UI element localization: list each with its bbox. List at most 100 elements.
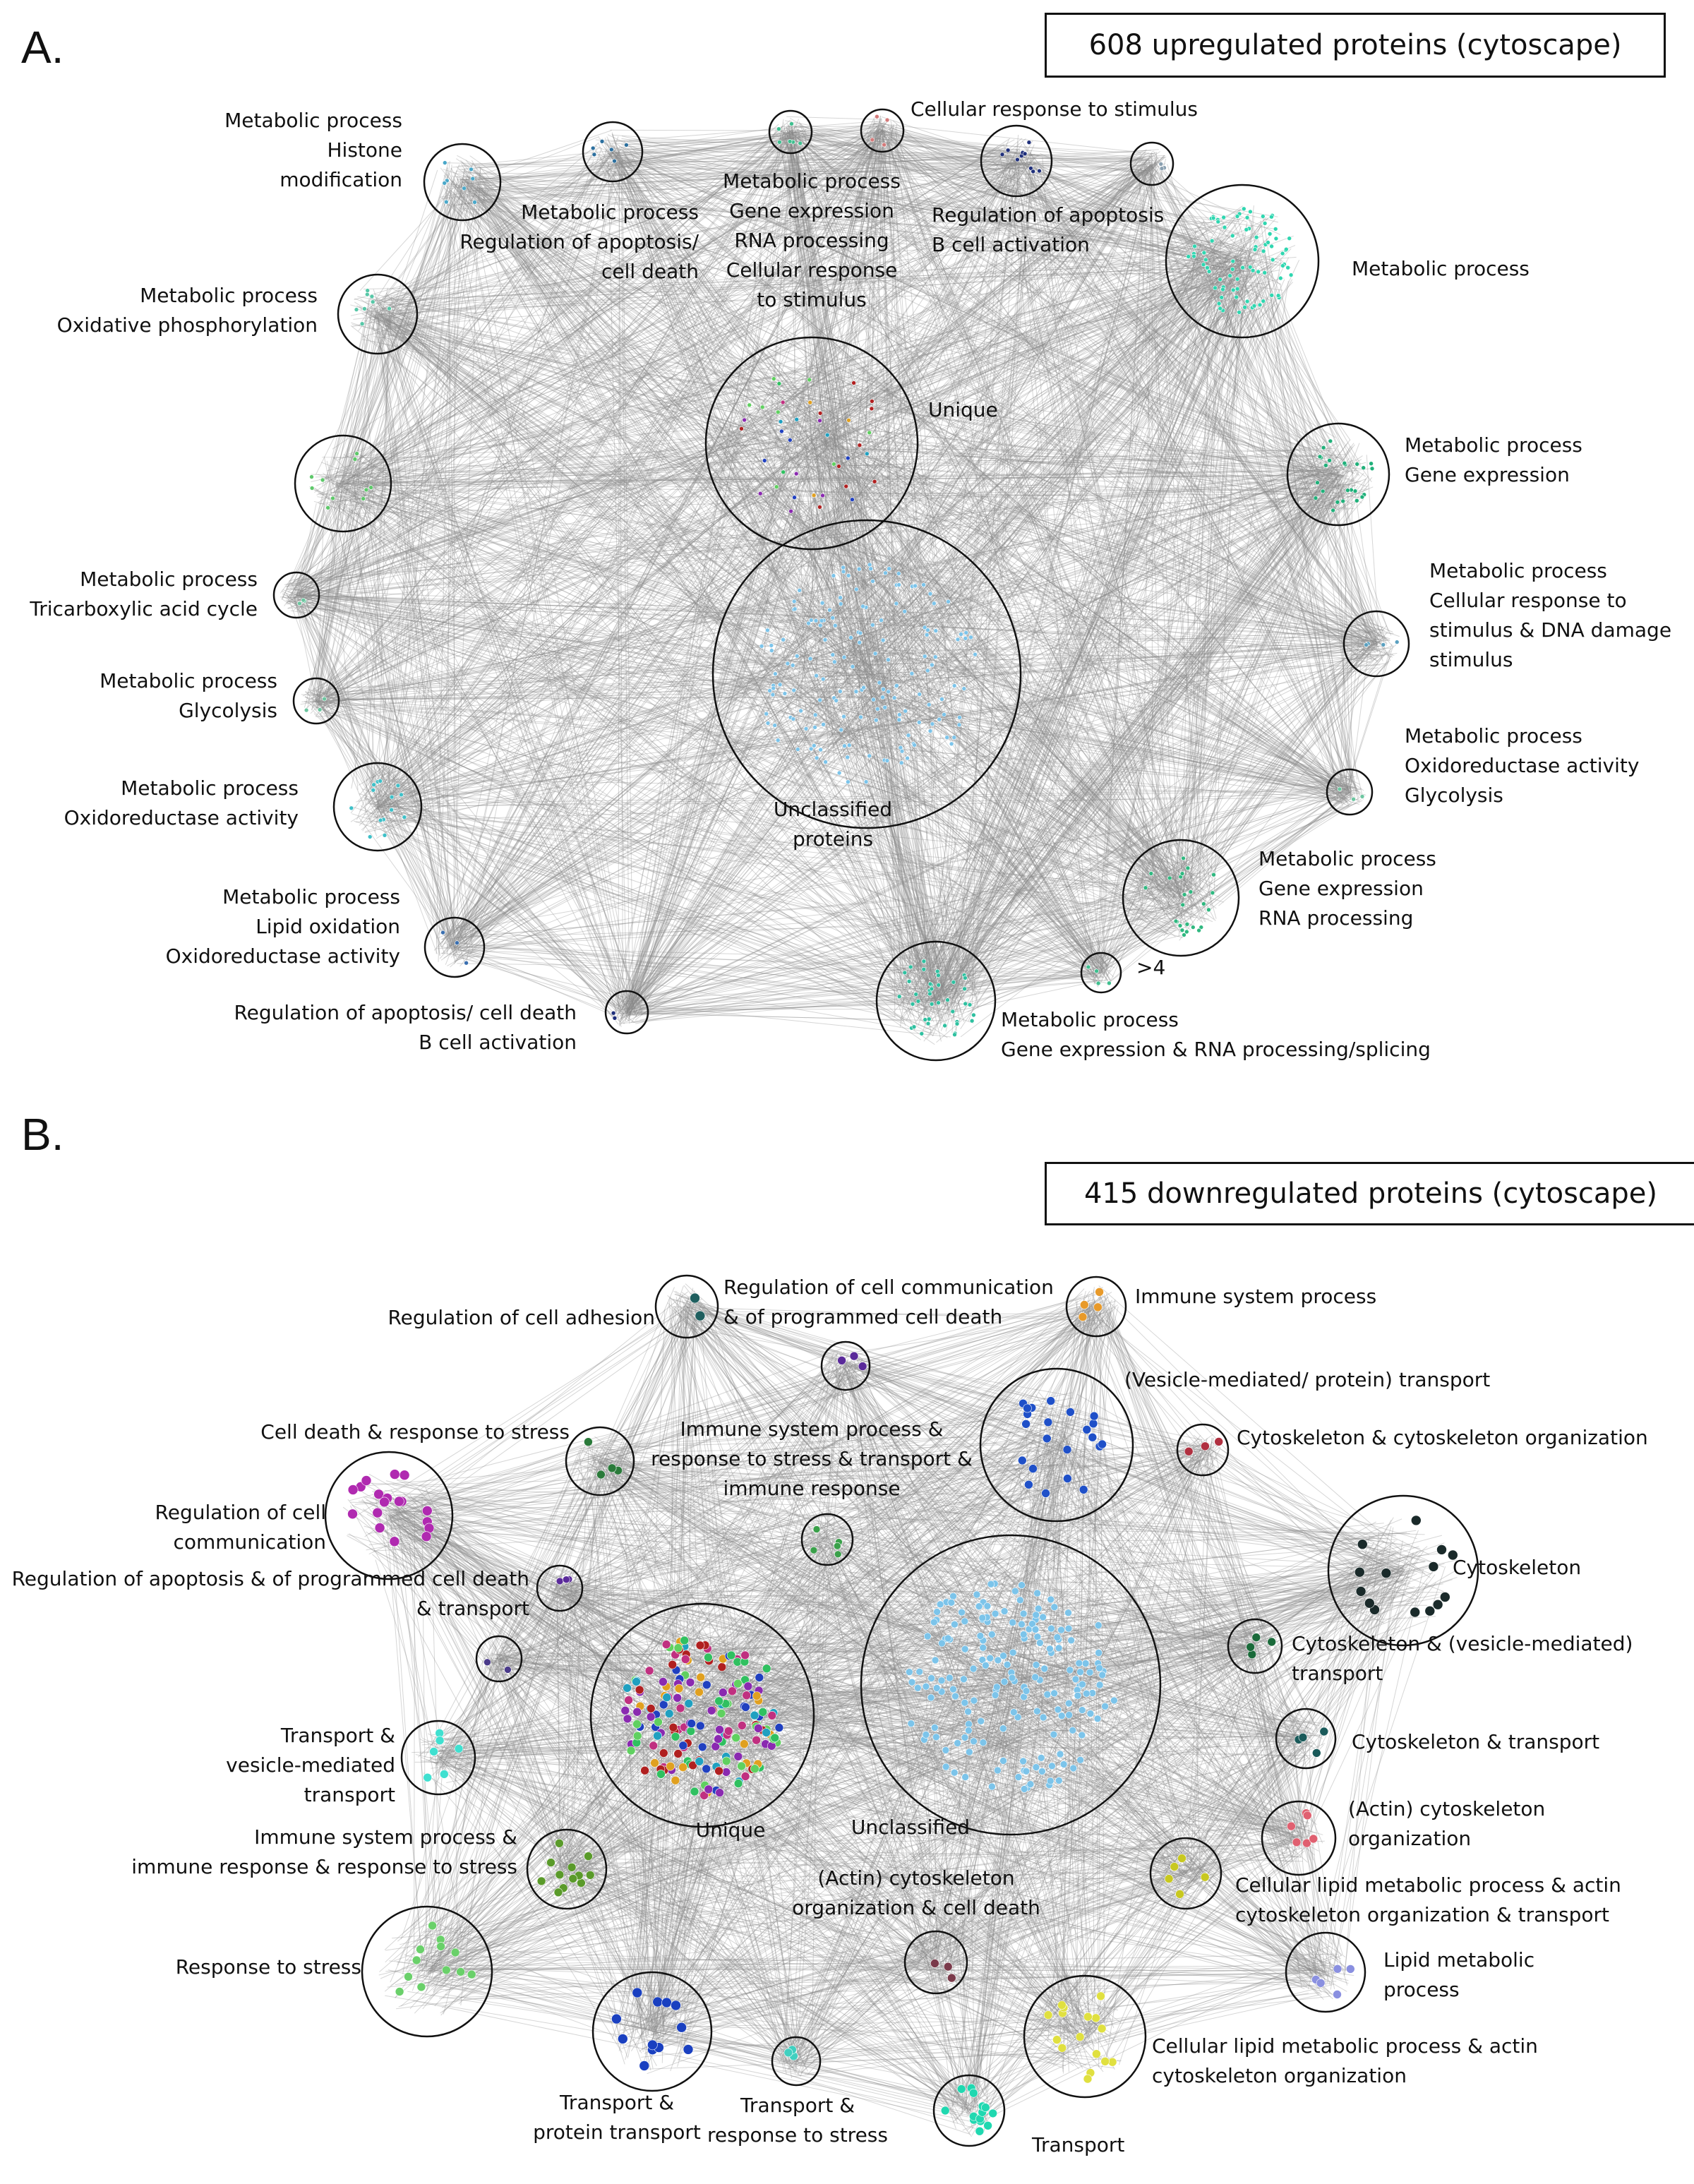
node[interactable] <box>851 380 856 385</box>
node[interactable] <box>1244 215 1250 220</box>
node[interactable] <box>905 755 910 761</box>
node[interactable] <box>814 673 819 678</box>
node[interactable] <box>819 618 824 623</box>
node[interactable] <box>1369 461 1374 467</box>
node[interactable] <box>1351 796 1356 802</box>
node[interactable] <box>846 743 852 748</box>
node[interactable] <box>317 707 323 712</box>
node[interactable] <box>1184 929 1189 935</box>
node[interactable] <box>309 486 315 491</box>
node[interactable] <box>747 402 752 408</box>
cluster-unclassified[interactable] <box>711 519 1022 829</box>
node[interactable] <box>817 418 822 424</box>
node[interactable] <box>1211 215 1216 221</box>
node[interactable] <box>833 623 838 628</box>
node[interactable] <box>795 747 800 752</box>
node[interactable] <box>919 1031 925 1036</box>
node[interactable] <box>791 688 796 693</box>
node[interactable] <box>911 1024 917 1029</box>
node[interactable] <box>945 997 950 1002</box>
node[interactable] <box>883 570 888 576</box>
node[interactable] <box>322 696 327 702</box>
node[interactable] <box>1244 299 1250 304</box>
node[interactable] <box>1167 875 1172 881</box>
node[interactable] <box>791 599 797 604</box>
node[interactable] <box>1269 214 1274 220</box>
node[interactable] <box>952 1032 957 1037</box>
node[interactable] <box>1234 294 1239 300</box>
node[interactable] <box>1261 214 1266 219</box>
node[interactable] <box>807 377 812 383</box>
cluster-metabolic-oxido[interactable] <box>332 762 423 852</box>
node[interactable] <box>925 628 930 632</box>
node[interactable] <box>822 637 828 642</box>
node[interactable] <box>1182 892 1187 897</box>
node[interactable] <box>908 964 913 970</box>
node[interactable] <box>1267 231 1273 236</box>
node[interactable] <box>951 735 957 740</box>
node[interactable] <box>612 1016 618 1021</box>
node[interactable] <box>841 654 847 660</box>
node[interactable] <box>1273 227 1278 232</box>
node[interactable] <box>1345 488 1350 493</box>
node[interactable] <box>843 484 848 489</box>
node[interactable] <box>1143 885 1148 890</box>
node[interactable] <box>821 722 826 727</box>
node[interactable] <box>1220 287 1225 292</box>
node[interactable] <box>838 601 843 606</box>
node[interactable] <box>967 1002 973 1007</box>
node[interactable] <box>1203 257 1208 263</box>
node[interactable] <box>823 760 828 764</box>
node[interactable] <box>819 600 825 606</box>
node[interactable] <box>1235 214 1240 219</box>
node[interactable] <box>739 426 744 431</box>
node[interactable] <box>932 654 938 660</box>
node[interactable] <box>780 400 786 405</box>
node[interactable] <box>946 599 951 604</box>
node[interactable] <box>776 409 781 415</box>
node[interactable] <box>884 117 890 123</box>
node[interactable] <box>963 630 969 635</box>
node[interactable] <box>812 743 817 748</box>
cluster-cellular-response[interactable] <box>860 108 905 153</box>
node[interactable] <box>913 583 918 589</box>
node[interactable] <box>1320 488 1326 494</box>
node[interactable] <box>1257 302 1263 308</box>
node[interactable] <box>470 176 476 181</box>
node[interactable] <box>870 399 875 404</box>
cluster-metabolic-lipid[interactable] <box>424 916 486 978</box>
node[interactable] <box>776 126 781 131</box>
node[interactable] <box>939 697 944 702</box>
node[interactable] <box>1287 236 1292 241</box>
node[interactable] <box>933 628 939 633</box>
node[interactable] <box>378 817 383 823</box>
cluster-metabolic-gene-right[interactable] <box>1286 422 1390 527</box>
node[interactable] <box>1381 642 1386 647</box>
node[interactable] <box>354 307 359 312</box>
node[interactable] <box>1095 980 1101 986</box>
node[interactable] <box>906 733 911 738</box>
node[interactable] <box>1359 794 1365 799</box>
node[interactable] <box>877 680 882 685</box>
node[interactable] <box>950 1009 956 1014</box>
node[interactable] <box>624 143 629 148</box>
node[interactable] <box>1248 209 1253 215</box>
node[interactable] <box>1242 206 1247 212</box>
node[interactable] <box>924 632 930 637</box>
node[interactable] <box>1148 871 1154 876</box>
node[interactable] <box>830 652 836 657</box>
node[interactable] <box>921 966 927 972</box>
node[interactable] <box>820 676 826 682</box>
node[interactable] <box>1354 462 1359 467</box>
node[interactable] <box>297 601 302 606</box>
node[interactable] <box>906 979 912 984</box>
node[interactable] <box>1321 445 1326 450</box>
node[interactable] <box>832 659 837 665</box>
node[interactable] <box>469 167 474 172</box>
node[interactable] <box>354 451 359 456</box>
node[interactable] <box>1185 865 1191 871</box>
node[interactable] <box>896 717 902 723</box>
node[interactable] <box>785 661 791 666</box>
node[interactable] <box>854 587 859 592</box>
node[interactable] <box>612 158 617 164</box>
